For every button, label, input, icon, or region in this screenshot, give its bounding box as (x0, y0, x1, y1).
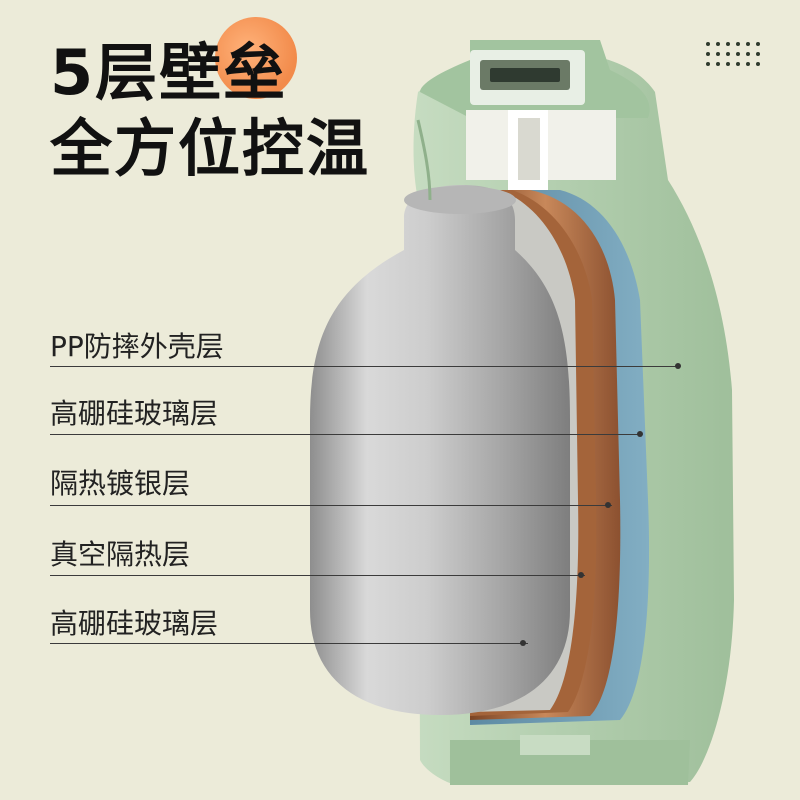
leader-line-1 (50, 366, 678, 367)
accent-dot (215, 17, 297, 99)
leader-dot-5 (520, 640, 526, 646)
leader-line-3 (50, 505, 612, 506)
leader-line-5 (50, 643, 528, 644)
leader-line-2 (50, 434, 640, 435)
headline-line-2: 全方位控温 (50, 112, 371, 185)
steel-liner-icon (310, 185, 570, 715)
headline-line-1: 5层壁垒 (50, 36, 288, 109)
leader-dot-3 (605, 502, 611, 508)
leader-dot-2 (637, 431, 643, 437)
layer-label-4: 真空隔热层 (50, 538, 191, 571)
layer-label-5: 高硼硅玻璃层 (50, 607, 219, 640)
layer-label-2: 高硼硅玻璃层 (50, 397, 219, 430)
layer-label-3: 隔热镀银层 (50, 467, 191, 500)
layer-label-1: PP防摔外壳层 (50, 330, 224, 363)
decorative-dot-grid-icon (706, 42, 766, 74)
leader-dot-4 (578, 572, 584, 578)
leader-dot-1 (675, 363, 681, 369)
leader-line-4 (50, 575, 585, 576)
